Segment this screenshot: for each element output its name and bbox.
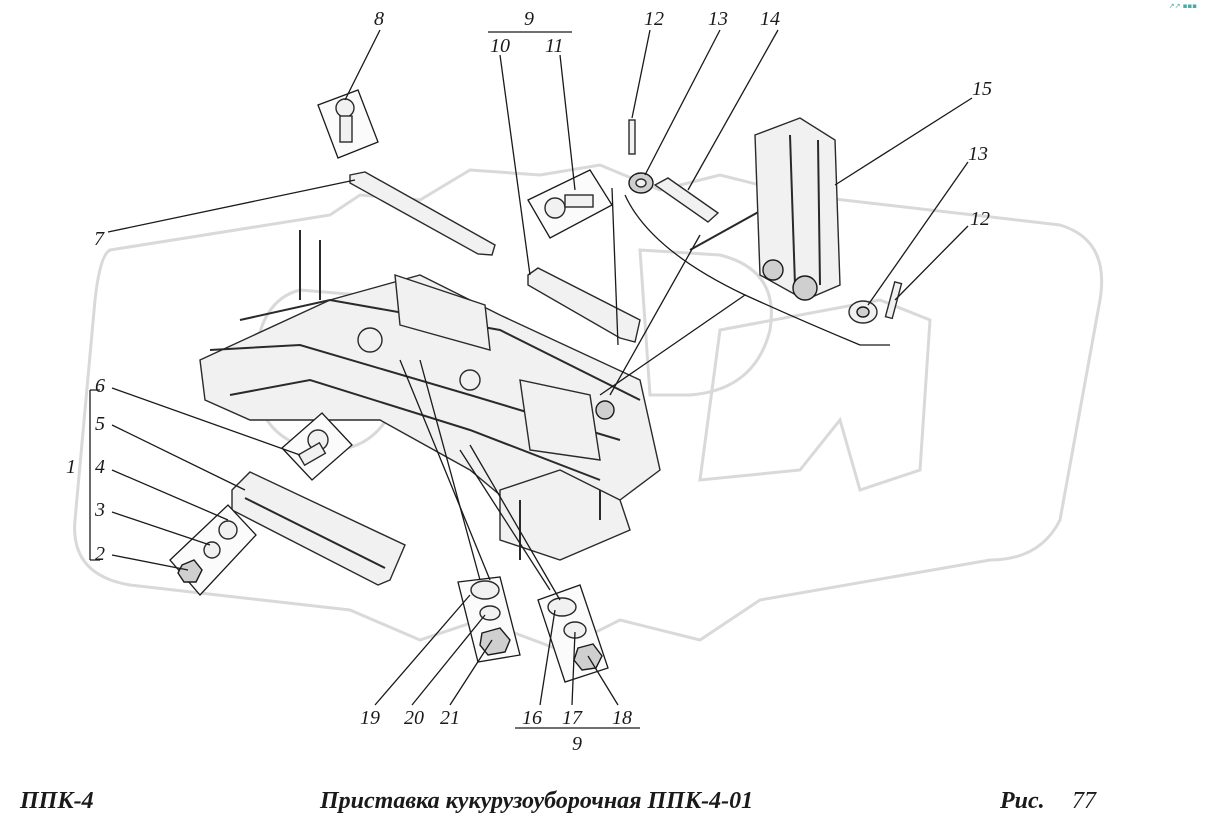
callout-8: 8	[374, 8, 384, 30]
callout-9-top: 9	[524, 8, 534, 30]
callout-13-top: 13	[708, 8, 728, 30]
callout-1: 1	[66, 456, 76, 478]
footer-title: Приставка кукурузоуборочная ППК-4-01	[320, 788, 754, 814]
part-8-inset	[317, 89, 379, 159]
part-11-inset	[527, 169, 613, 239]
callout-17: 17	[562, 707, 583, 729]
footer-figure-number: 77	[1072, 788, 1096, 814]
callout-13-right: 13	[968, 143, 988, 165]
callout-12-right: 12	[970, 208, 990, 230]
parts-2-3-4-inset	[169, 504, 257, 596]
callout-15: 15	[972, 78, 992, 100]
callout-6: 6	[95, 375, 105, 397]
callout-21: 21	[440, 707, 460, 729]
callout-7: 7	[94, 228, 105, 250]
footer-model: ППК-4	[20, 788, 94, 814]
callout-10: 10	[490, 35, 510, 57]
part-5-plate	[231, 471, 406, 586]
part-6-inset	[281, 412, 353, 481]
part-10-strip	[527, 267, 641, 343]
callout-16: 16	[522, 707, 542, 729]
callout-19: 19	[360, 707, 380, 729]
footer-figure-prefix: Рис.	[1000, 788, 1045, 814]
parts-12-13-right	[848, 280, 903, 324]
callout-18: 18	[612, 707, 632, 729]
corner-mark: ↗↗ ▪▪▪	[1168, 2, 1197, 10]
callout-9-bottom: 9	[572, 733, 582, 755]
parts-19-20-21-inset	[457, 576, 521, 663]
callout-4: 4	[95, 456, 105, 478]
callout-5: 5	[95, 413, 105, 435]
callout-labels: 8 7 9 10 11 12 13 14 15 13 12 6 5 1 4 3 …	[66, 8, 992, 755]
callout-12-top: 12	[644, 8, 664, 30]
callout-14: 14	[760, 8, 780, 30]
leader-lines	[89, 29, 973, 729]
callout-3: 3	[94, 499, 105, 521]
part-15-bracket	[754, 117, 841, 301]
callout-2: 2	[95, 543, 105, 565]
part-7-strip	[349, 171, 496, 256]
callout-11: 11	[545, 35, 564, 57]
callout-20: 20	[404, 707, 424, 729]
